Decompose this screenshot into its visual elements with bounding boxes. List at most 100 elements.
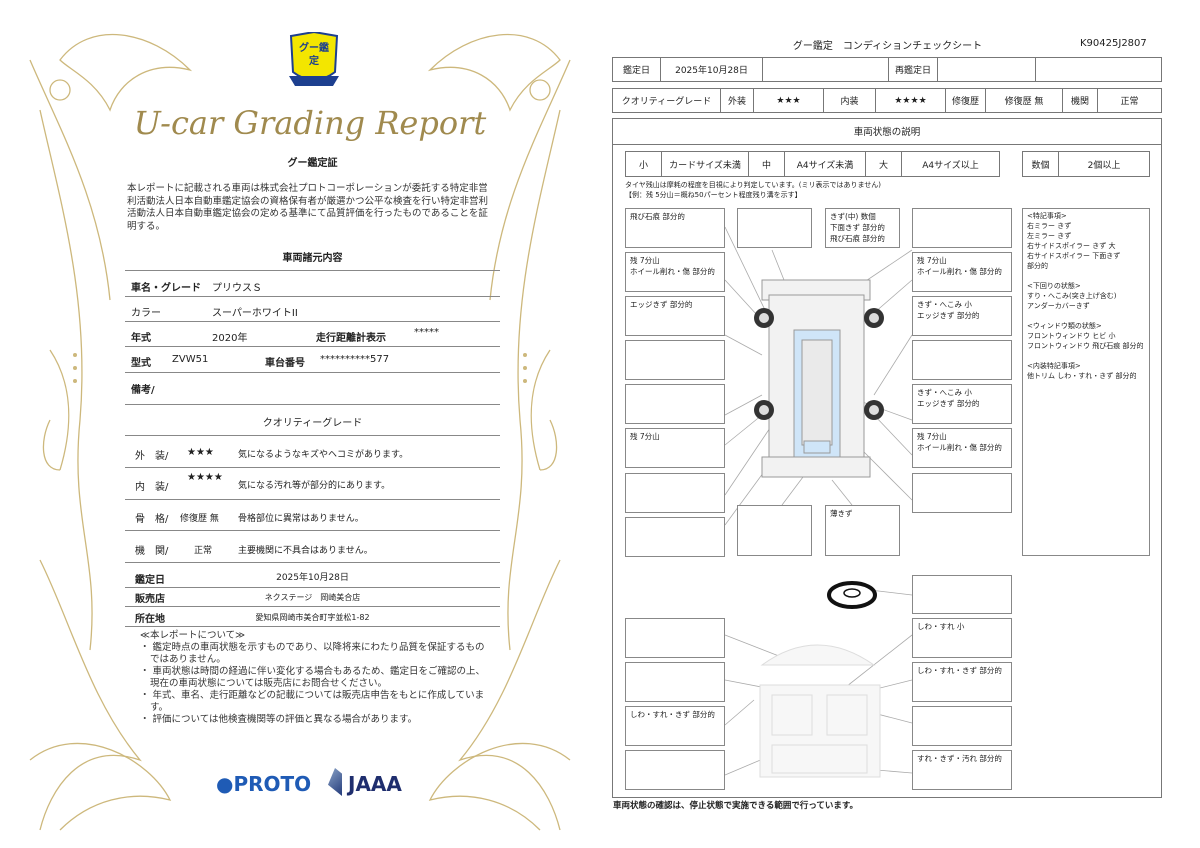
box-front-bumper: きず(中) 数個 下面きず 部分的 飛び石痕 部分的 <box>825 208 900 248</box>
note-item: ・ 鑑定時点の車両状態を示すものであり、以降将来にわたり品質を保証するものではあ… <box>140 642 485 665</box>
box-right-trim: しわ・すれ・きず 部分的 <box>912 662 1012 702</box>
size-small-desc: カードサイズ未満 <box>661 151 749 177</box>
cert-title: グー鑑定証 <box>287 158 338 169</box>
grade-desc: 気になる汚れ等が部分的にあります。 <box>238 481 391 491</box>
condition-frame <box>612 118 1162 798</box>
box-hood <box>737 208 812 248</box>
odo-value: ***** <box>414 327 439 338</box>
box-dashboard <box>625 618 725 658</box>
name-label: 車名・グレード <box>131 283 201 294</box>
proto-logo: ●PROTO <box>216 772 312 796</box>
size-medium-label: 中 <box>748 151 785 177</box>
blank-cell <box>1035 57 1162 82</box>
grade-label: 内 装/ <box>135 482 169 493</box>
grade-value: 修復歴 無 <box>180 514 219 524</box>
box-rear-right-tire: 残 7分山 ホイール削れ・傷 部分的 <box>912 428 1012 468</box>
box-floor: すれ・きず・汚れ 部分的 <box>912 750 1012 790</box>
grade-value: ★★★★ <box>187 472 223 483</box>
grading-date: 2025年10月28日 <box>276 573 349 583</box>
gold-ornament-frame <box>29 33 571 831</box>
box-front-right-tire: 残 7分山 ホイール削れ・傷 部分的 <box>912 252 1012 292</box>
size-large-label: 大 <box>865 151 902 177</box>
repair-value: 修復歴 無 <box>985 88 1063 113</box>
grade-desc: 骨格部位に異常はありません。 <box>238 514 364 524</box>
size-large-desc: A4サイズ以上 <box>901 151 1000 177</box>
chassis-number: **********577 <box>320 354 390 365</box>
color-label: カラー <box>131 308 161 319</box>
shop-name: ネクステージ 岡崎美合店 <box>264 593 361 602</box>
jaaa-logo: JAAA <box>348 772 402 796</box>
remarks-box: <特記事項> 右ミラー きず 左ミラー きず 右サイドスポイラー きず 大 右サ… <box>1022 208 1150 556</box>
model-label: 型式 <box>131 358 151 369</box>
size-small-label: 小 <box>625 151 662 177</box>
box-left-front-door <box>625 340 725 380</box>
notes-title: ≪本レポートについて≫ <box>140 630 246 641</box>
car-name: プリウスＳ <box>212 283 262 294</box>
box-front-right <box>912 208 1012 248</box>
odo-label: 走行距離計表示 <box>316 333 386 344</box>
box-rear-left-tire: 残 7分山 <box>625 428 725 468</box>
shop-address: 愛知県岡崎市美合町字並松1-82 <box>255 613 370 622</box>
grade-value: ★★★ <box>187 447 214 458</box>
logo-text: グー鑑定 <box>299 43 329 67</box>
goo-kantei-logo: グー鑑定 <box>287 30 341 94</box>
car-color: スーパーホワイトII <box>212 308 298 319</box>
remarks-label: 備考/ <box>131 385 155 396</box>
regrade-date-label: 再鑑定日 <box>888 57 938 82</box>
grading-date: 2025年10月28日 <box>660 57 763 82</box>
box-left-front-fender: エッジきず 部分的 <box>625 296 725 336</box>
grade-title: クオリティーグレード <box>262 418 363 429</box>
tire-note: タイヤ残山は摩耗の程度を目視により判定しています。(ミリ表示ではありません)【例… <box>625 181 881 199</box>
box-right-front-fender: きず・へこみ 小 エッジきず 部分的 <box>912 296 1012 336</box>
box-left-trim: しわ・すれ・きず 部分的 <box>625 706 725 746</box>
car-year: 2020年 <box>212 333 248 344</box>
note-item: ・ 評価については他検査機関等の評価と異なる場合があります。 <box>140 714 418 725</box>
engine-value: 正常 <box>1097 88 1162 113</box>
grade-label: 外 装/ <box>135 451 169 462</box>
section-title: 車両状態の説明 <box>612 118 1162 145</box>
box-trunk <box>737 505 812 556</box>
car-diagram <box>724 226 913 778</box>
box-steering <box>912 575 1012 614</box>
box-passenger-seat: しわ・すれ 小 <box>912 618 1012 658</box>
note-item: ・ 年式、車名、走行距離などの記載については販売店申告をもとに作成しています。 <box>140 690 485 713</box>
box-right-rear-fender <box>912 473 1012 513</box>
interior-label: 内装 <box>823 88 876 113</box>
box-rear-seat <box>625 750 725 790</box>
report-script-title: U-car Grading Report <box>133 104 487 142</box>
grade-desc: 気になるようなキズやヘコミがあります。 <box>238 450 409 460</box>
box-left-rear-door <box>625 384 725 424</box>
quality-grade-label: クオリティーグレード <box>612 88 721 113</box>
shop-label: 販売店 <box>135 594 165 605</box>
date-label: 鑑定日 <box>135 575 165 586</box>
chassis-label: 車台番号 <box>265 358 305 369</box>
spec-title: 車両諸元内容 <box>282 253 343 264</box>
box-rear-bumper: 薄きず <box>825 505 900 556</box>
grade-label: 骨 格/ <box>135 514 169 525</box>
year-label: 年式 <box>131 333 151 344</box>
document-id: K90425J2807 <box>1080 38 1147 49</box>
box-driver-seat <box>625 662 725 702</box>
box-right-front-door <box>912 340 1012 380</box>
box-front-left: 飛び石痕 部分的 <box>625 208 725 248</box>
exterior-stars: ★★★ <box>753 88 824 113</box>
sheet-title: グー鑑定 コンディションチェックシート <box>792 41 983 52</box>
grade-value: 正常 <box>194 546 213 556</box>
box-left-rear-fender <box>625 473 725 513</box>
grade-label: 機 関/ <box>135 546 169 557</box>
exterior-label: 外装 <box>720 88 754 113</box>
cert-body: 本レポートに記載される車両は株式会社プロトコーポレーションが委託する特定非営利活… <box>127 183 489 232</box>
footer-note: 車両状態の確認は、停止状態で実施できる範囲で行っています。 <box>613 801 859 811</box>
box-right-rear-door: きず・へこみ 小 エッジきず 部分的 <box>912 384 1012 424</box>
count-desc: 2個以上 <box>1058 151 1150 177</box>
interior-stars: ★★★★ <box>875 88 946 113</box>
grade-desc: 主要機関に不具合はありません。 <box>238 546 373 556</box>
box-console <box>912 706 1012 746</box>
address-label: 所在地 <box>135 614 165 625</box>
repair-label: 修復歴 <box>945 88 986 113</box>
note-item: ・ 車両状態は時間の経過に伴い変化する場合もあるため、鑑定日をご確認の上、現在の… <box>140 666 486 689</box>
report-notes: ≪本レポートについて≫ ・ 鑑定時点の車両状態を示すものであり、以降将来にわたり… <box>140 630 490 726</box>
engine-label: 機関 <box>1062 88 1098 113</box>
blank-cell <box>762 57 889 82</box>
size-medium-desc: A4サイズ未満 <box>784 151 866 177</box>
